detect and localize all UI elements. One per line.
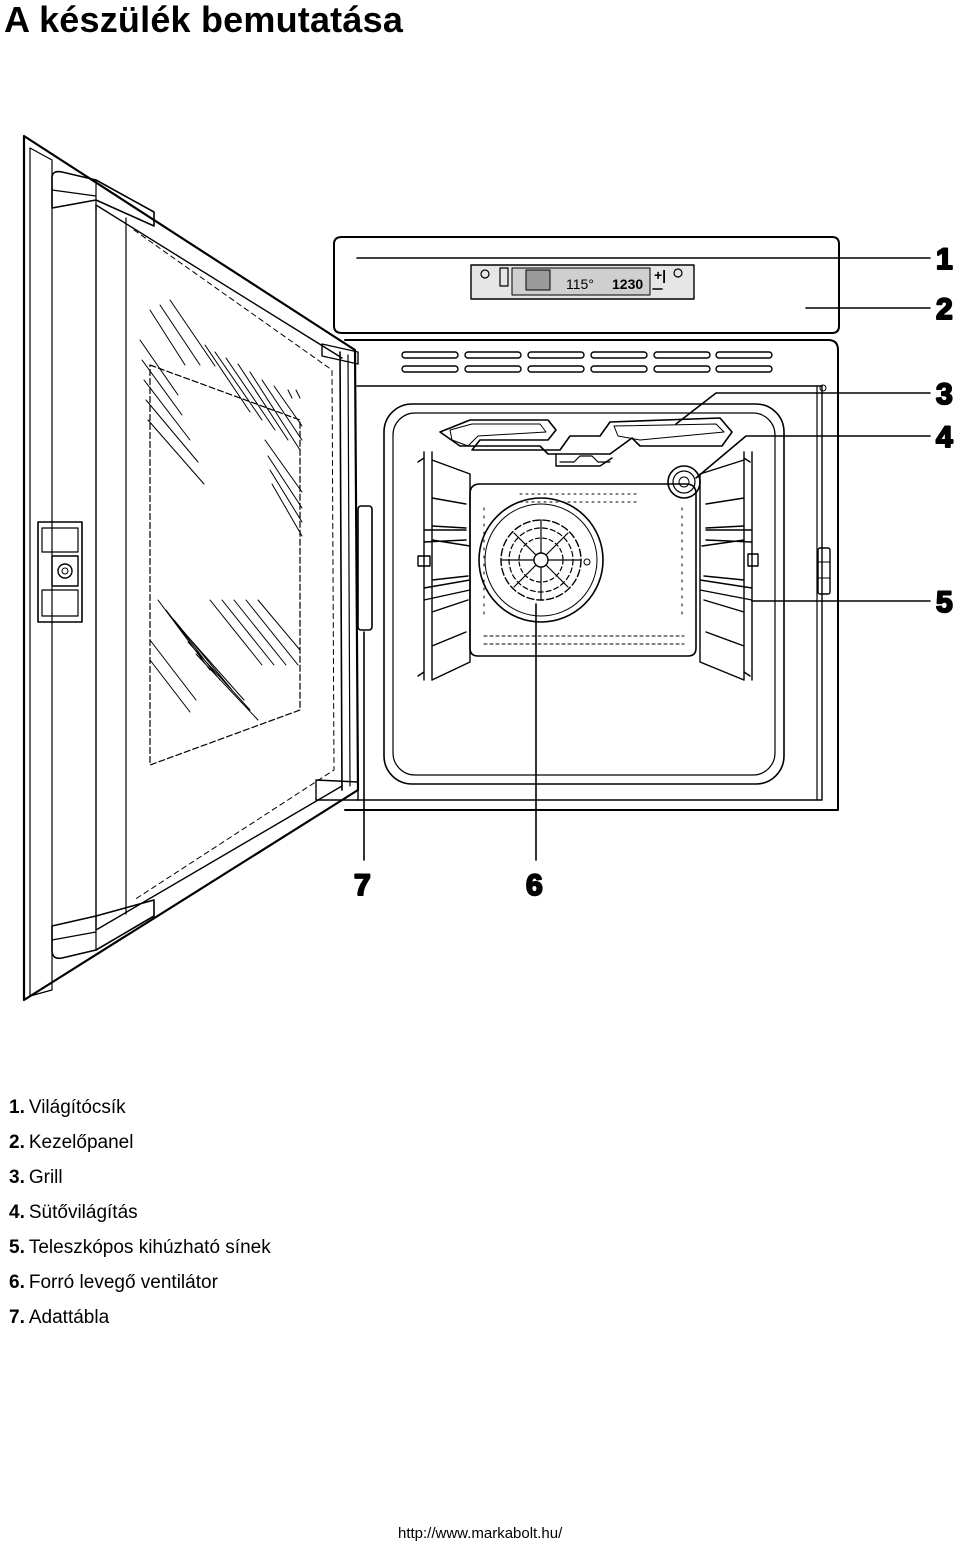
callout-2: 2 <box>936 293 953 326</box>
legend-item: 3.Grill <box>9 1167 63 1188</box>
legend-item: 5.Teleszkópos kihúzható sínek <box>9 1237 271 1258</box>
display-time: 1230 <box>612 276 643 292</box>
page-title: A készülék bemutatása <box>4 0 404 40</box>
legend-item: 4.Sütővilágítás <box>9 1202 138 1223</box>
callout-6: 6 <box>526 869 543 902</box>
fan-icon <box>478 497 604 623</box>
callout-5: 5 <box>936 586 953 619</box>
rating-plate <box>357 505 373 631</box>
callout-7: 7 <box>354 869 371 902</box>
telescopic-rails-right <box>699 451 759 681</box>
oven-body <box>344 339 839 811</box>
legend-item: 6.Forró levegő ventilátor <box>9 1272 218 1293</box>
grill-element <box>439 417 733 467</box>
footer-url: http://www.markabolt.hu/ <box>398 1525 563 1542</box>
parts-legend: 1.Világítócsík 2.Kezelőpanel 3.Grill 4.S… <box>9 1090 271 1335</box>
telescopic-rails-left <box>417 451 471 681</box>
power-icon <box>673 268 683 278</box>
legend-item: 1.Világítócsík <box>9 1097 126 1118</box>
glass-reflection-hatching <box>139 299 303 721</box>
legend-item: 7.Adattábla <box>9 1307 110 1328</box>
callout-leaders <box>356 257 931 861</box>
function-icon <box>525 269 551 291</box>
legend-item: 2.Kezelőpanel <box>9 1132 134 1153</box>
light-icon <box>480 269 490 279</box>
callout-3: 3 <box>936 378 953 411</box>
callout-4: 4 <box>936 421 953 454</box>
display-temp: 115° <box>566 276 594 292</box>
plus-icon: +| <box>654 267 666 283</box>
oven-diagram: 115° 1230 +| <box>22 134 954 1002</box>
oven-door <box>22 134 373 1002</box>
door-lock-icon <box>37 521 83 623</box>
air-holes <box>483 493 685 645</box>
back-panel <box>469 483 697 657</box>
control-panel: 115° 1230 +| <box>333 236 840 334</box>
vent-slots <box>401 351 773 373</box>
callout-1: 1 <box>936 243 953 276</box>
